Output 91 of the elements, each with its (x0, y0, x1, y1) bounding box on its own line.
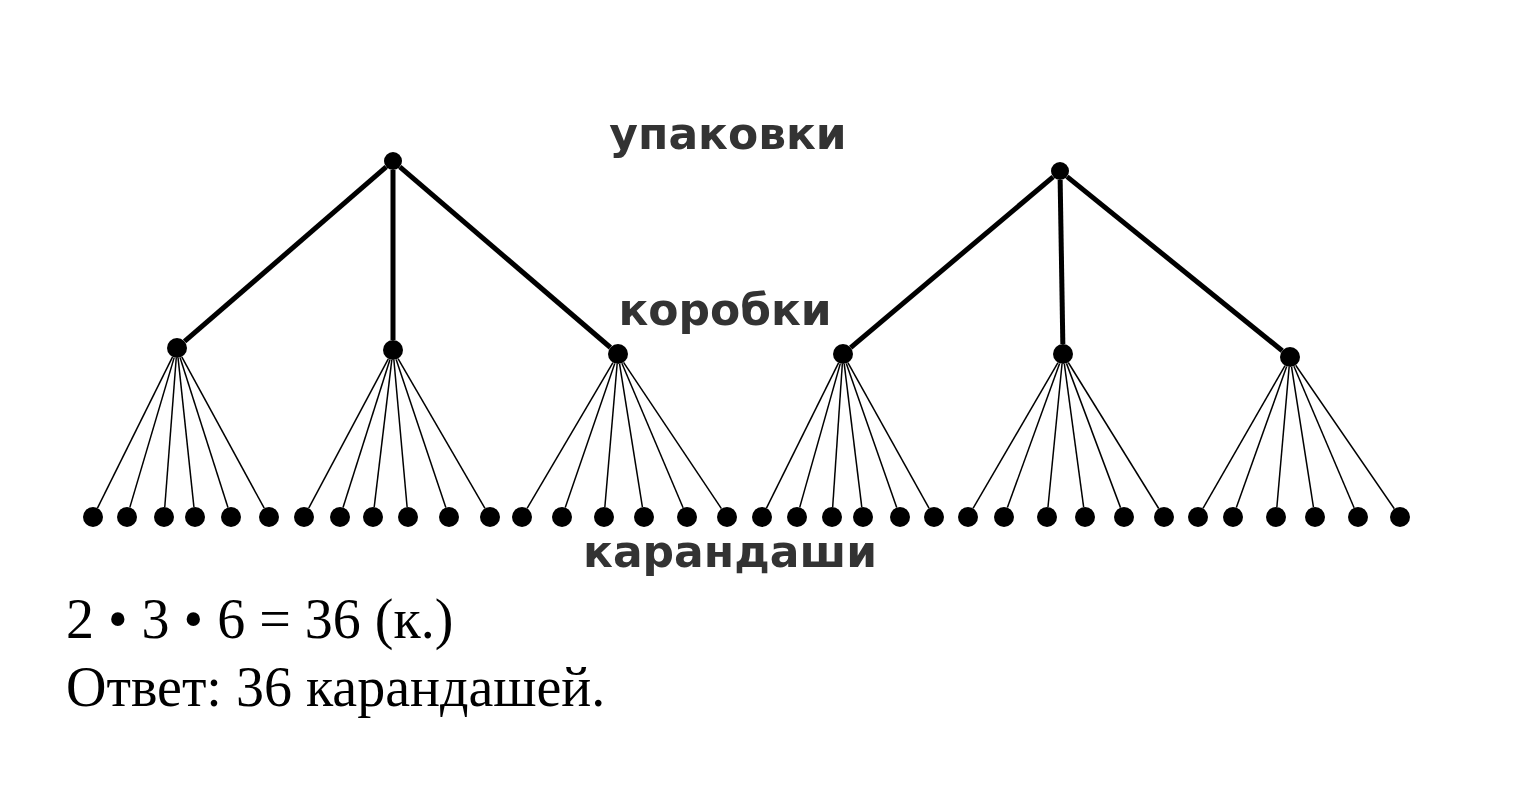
connector-line (181, 356, 265, 509)
dot (1280, 347, 1300, 367)
connector-line (1202, 364, 1286, 510)
connector-line (845, 362, 898, 509)
dot (608, 344, 628, 364)
connector-line (1276, 366, 1290, 508)
connector-line (622, 361, 723, 510)
dot (398, 507, 418, 527)
connector-line (179, 356, 229, 509)
connector-line (397, 357, 486, 510)
connector-line (395, 358, 447, 509)
dot (1053, 344, 1073, 364)
connector-line (393, 359, 408, 508)
connector-line (847, 362, 930, 509)
dot (154, 507, 174, 527)
dot (634, 507, 654, 527)
dot (677, 507, 697, 527)
dot (221, 507, 241, 527)
dot (594, 507, 614, 527)
dot (330, 507, 350, 527)
dot (822, 507, 842, 527)
connector-line (96, 356, 174, 509)
answer-text: Ответ: 36 карандашей. (66, 655, 606, 719)
dot (363, 507, 383, 527)
dot (259, 507, 279, 527)
dot (924, 507, 944, 527)
connector-line (765, 362, 840, 509)
dot (1154, 507, 1174, 527)
connector-line (843, 363, 863, 508)
connector-line (618, 363, 644, 508)
dot (552, 507, 572, 527)
dot (1390, 507, 1410, 527)
connector-line (182, 165, 388, 344)
connector-line (177, 357, 195, 508)
level-label: коробки (618, 284, 832, 335)
dot (833, 344, 853, 364)
dot (167, 338, 187, 358)
dot (1266, 507, 1286, 527)
connector-line (1063, 363, 1085, 508)
dot (890, 507, 910, 527)
dot (958, 507, 978, 527)
dot (512, 507, 532, 527)
dot (1305, 507, 1325, 527)
dot (384, 152, 402, 170)
dot (83, 507, 103, 527)
connector-line (621, 362, 684, 509)
dot (994, 507, 1014, 527)
connector-line (1290, 366, 1315, 508)
connector-line (129, 356, 175, 509)
dot (439, 507, 459, 527)
dot (117, 507, 137, 527)
connector-line (604, 363, 618, 508)
connector-line (564, 362, 616, 509)
dot (752, 507, 772, 527)
connector-line (1057, 179, 1066, 345)
level-label: карандаши (583, 526, 877, 577)
equation-text: 2 • 3 • 6 = 36 (к.) (66, 587, 454, 651)
connector-line (526, 361, 614, 510)
connector-line (1293, 365, 1355, 509)
dot (294, 507, 314, 527)
connector-line (1006, 362, 1061, 509)
connector-line (398, 164, 613, 350)
dot (1114, 507, 1134, 527)
connector-line (1294, 364, 1396, 510)
connector-line (164, 357, 177, 508)
dot (383, 340, 403, 360)
connector-line (831, 363, 844, 508)
dot (185, 507, 205, 527)
dot (1051, 162, 1069, 180)
connector-line (1067, 361, 1160, 510)
level-label: упаковки (609, 108, 847, 159)
connector-line (1065, 362, 1122, 509)
dot (1188, 507, 1208, 527)
dot (787, 507, 807, 527)
connector-line (972, 361, 1059, 510)
connector-line (1065, 174, 1284, 353)
dot (1037, 507, 1057, 527)
dot (853, 507, 873, 527)
dot (1223, 507, 1243, 527)
connector-line (798, 362, 842, 509)
connector-line (373, 359, 393, 508)
dot (480, 507, 500, 527)
connector-line (1235, 365, 1288, 509)
connector-line (849, 174, 1055, 350)
dot (1348, 507, 1368, 527)
connector-line (307, 358, 390, 509)
dot (717, 507, 737, 527)
dot (1075, 507, 1095, 527)
connector-line (390, 170, 396, 340)
connector-line (1047, 363, 1063, 508)
connector-line (342, 358, 391, 509)
